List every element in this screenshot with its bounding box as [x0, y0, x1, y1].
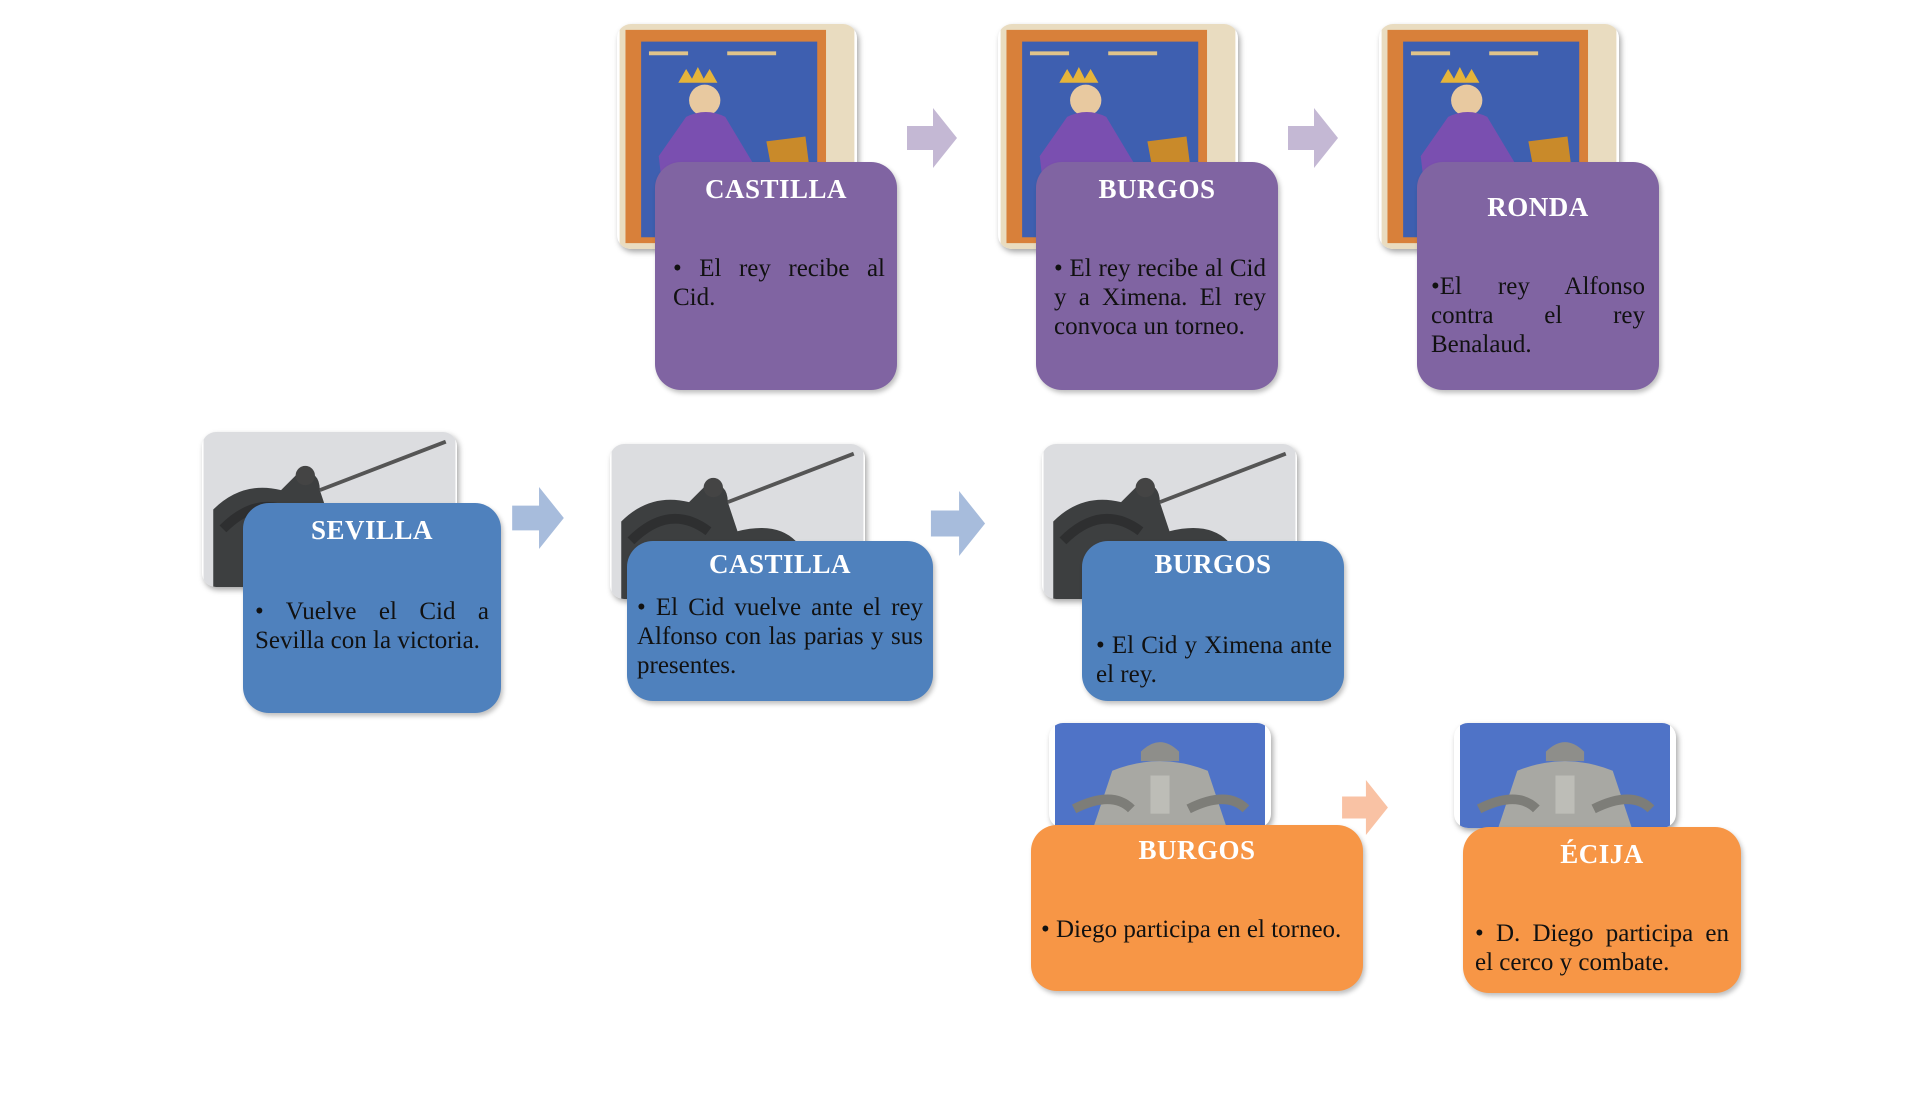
right-arrow-icon: [928, 491, 988, 556]
stage-box: CASTILLA • El rey recibe al Cid.: [655, 162, 897, 390]
stage-title: BURGOS: [1154, 549, 1272, 579]
stage-text: • El Cid vuelve ante el rey Alfonso con …: [637, 594, 923, 679]
stage-title: BURGOS: [1098, 174, 1216, 204]
stage-title: RONDA: [1487, 192, 1589, 222]
stage-box: CASTILLA • El Cid vuelve ante el rey Alf…: [627, 541, 933, 701]
right-arrow-icon: [512, 487, 564, 549]
stage-title: BURGOS: [1138, 835, 1256, 865]
stage-title: SEVILLA: [310, 515, 434, 545]
right-arrow-icon: [1334, 780, 1396, 835]
stage-text: • Vuelve el Cid a Sevilla con la victori…: [255, 598, 489, 654]
stage-text: • Diego participa en el torneo.: [1041, 916, 1342, 943]
right-arrow-icon: [1288, 108, 1338, 168]
stage-box: BURGOS • El Cid y Ximena ante el rey.: [1082, 541, 1344, 701]
stage-title: CASTILLA: [708, 549, 852, 579]
stage-text: • El rey recibe al Cid.: [673, 255, 885, 311]
knight-statue-image: [1049, 723, 1271, 828]
stage-box: BURGOS • El rey recibe al Cid y a Ximena…: [1036, 162, 1278, 390]
stage-box: ÉCIJA • D. Diego participa en el cerco y…: [1463, 827, 1741, 993]
stage-text: • D. Diego participa en el cerco y comba…: [1475, 920, 1729, 976]
stage-title: ÉCIJA: [1560, 839, 1644, 869]
stage-text: • El rey recibe al Cid y a Ximena. El re…: [1054, 255, 1266, 340]
stage-box: SEVILLA • Vuelve el Cid a Sevilla con la…: [243, 503, 501, 713]
stage-box: RONDA •El rey Alfonso contra el rey Bena…: [1417, 162, 1659, 390]
stage-text: •El rey Alfonso contra el rey Benalaud.: [1431, 273, 1645, 358]
stage-title: CASTILLA: [704, 174, 848, 204]
right-arrow-icon: [907, 108, 957, 168]
stage-text: • El Cid y Ximena ante el rey.: [1096, 632, 1332, 688]
stage-box: BURGOS • Diego participa en el torneo.: [1031, 825, 1363, 991]
knight-statue-image: [1454, 723, 1676, 828]
